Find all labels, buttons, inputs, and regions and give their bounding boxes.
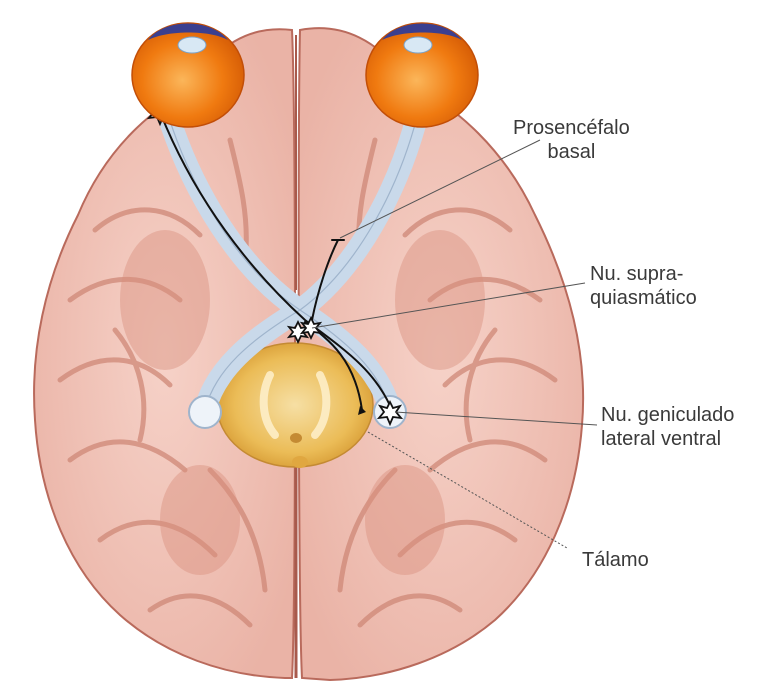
label-prosencefalo-line2: basal — [513, 140, 630, 164]
left-lgn-end — [189, 396, 221, 428]
label-geniculado-line1: Nu. geniculado — [601, 403, 773, 427]
label-supra-line2: quiasmático — [590, 286, 697, 310]
label-talamo: Tálamo — [582, 548, 649, 572]
label-prosencefalo-basal: Prosencéfalo basal — [513, 116, 630, 164]
label-prosencefalo-line1: Prosencéfalo — [513, 116, 630, 140]
left-eye — [132, 23, 244, 127]
label-talamo-text: Tálamo — [582, 548, 649, 572]
label-nucleo-supraquiasmatico: Nu. supra- quiasmático — [590, 262, 697, 310]
label-geniculado-line2: lateral ventral — [601, 427, 773, 451]
right-eye — [366, 23, 478, 127]
label-supra-line1: Nu. supra- — [590, 262, 697, 286]
label-nucleo-geniculado: Nu. geniculado lateral ventral — [601, 403, 773, 451]
